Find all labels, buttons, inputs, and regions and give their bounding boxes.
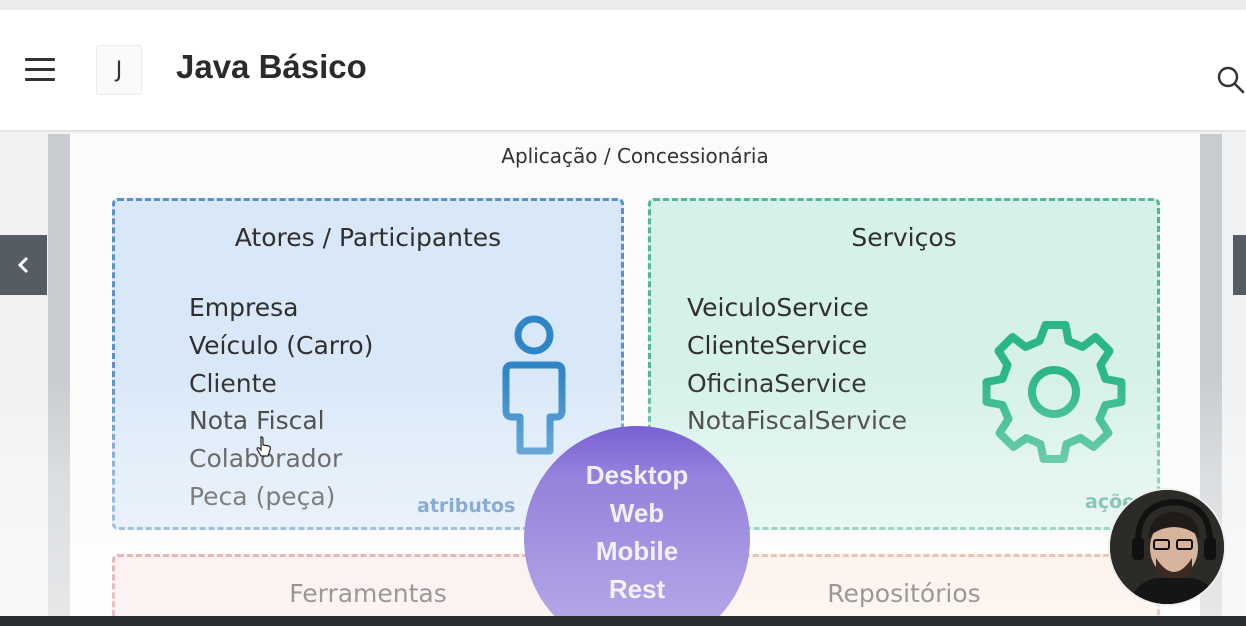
webcam-overlay	[1108, 488, 1226, 606]
app-logo: J	[96, 45, 142, 95]
atores-heading: Atores / Participantes	[234, 223, 502, 252]
logo-letter: J	[115, 57, 123, 83]
list-item: ClienteService	[687, 330, 868, 360]
list-item: Empresa	[189, 293, 299, 322]
app-header: J Java Básico	[0, 10, 1246, 132]
list-item: Veículo (Carro)	[189, 330, 374, 360]
browser-top-strip	[0, 0, 1246, 10]
list-item: Peca (peça)	[189, 481, 336, 511]
list-item: NotaFiscalService	[687, 406, 908, 436]
servicos-heading: Serviços	[851, 223, 957, 252]
page-title: Java Básico	[176, 48, 367, 85]
platform-label: Web	[609, 498, 665, 528]
servicos-list: VeiculoService ClienteService OficinaSer…	[687, 289, 907, 440]
mouse-cursor-icon	[256, 436, 272, 462]
list-item: Colaborador	[189, 444, 343, 474]
list-item: Cliente	[189, 368, 277, 398]
gear-icon	[979, 317, 1129, 471]
list-item: Nota Fiscal	[189, 406, 325, 436]
slide-title: Aplicação / Concessionária	[501, 144, 769, 168]
slide-border-left	[48, 134, 70, 626]
platform-label: Desktop	[585, 460, 689, 490]
chevron-left-icon	[17, 256, 28, 274]
hamburger-menu-icon[interactable]	[22, 52, 58, 88]
atores-list: Empresa Veículo (Carro) Cliente Nota Fis…	[189, 289, 373, 516]
video-player[interactable]: Aplicação / Concessionária Atores / Part…	[0, 134, 1246, 626]
video-progress-bar[interactable]	[0, 616, 1246, 626]
list-item: VeiculoService	[687, 293, 869, 322]
platform-label: Mobile	[595, 536, 679, 566]
previous-button[interactable]	[0, 235, 47, 295]
next-button[interactable]	[1233, 235, 1246, 295]
presentation-slide: Aplicação / Concessionária Atores / Part…	[70, 134, 1200, 626]
platform-label: Rest	[608, 574, 666, 604]
list-item: OficinaService	[687, 368, 867, 398]
atributos-tag: atributos	[417, 495, 516, 517]
person-icon	[500, 313, 570, 467]
search-icon[interactable]	[1214, 64, 1246, 96]
